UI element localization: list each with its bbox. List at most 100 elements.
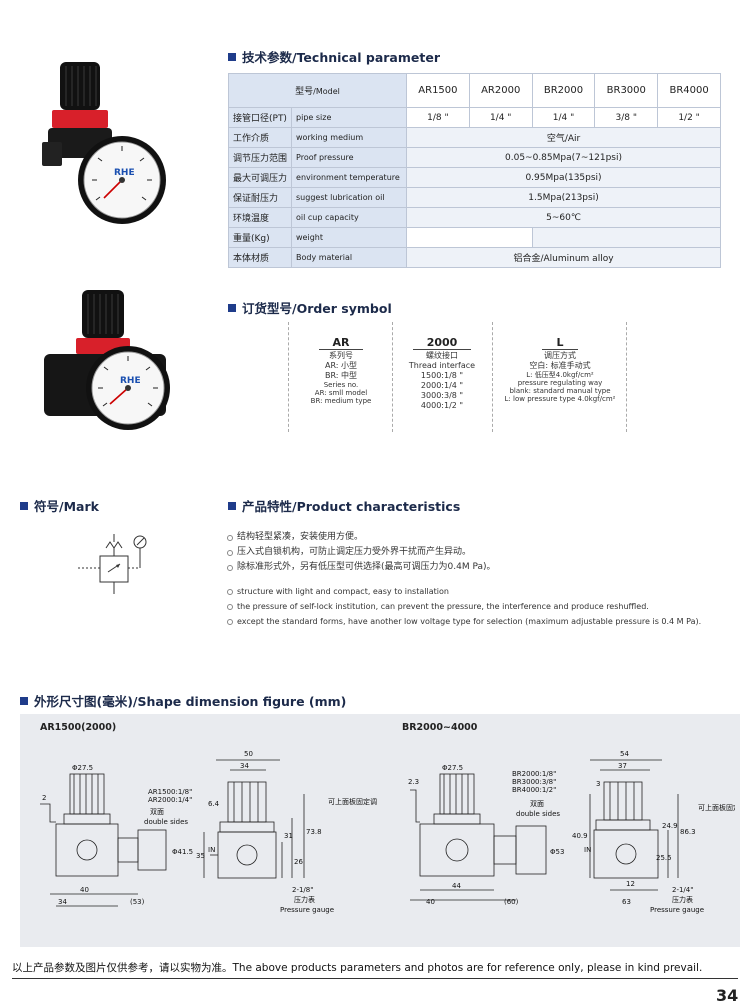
- weight-cell-ar: [406, 227, 533, 248]
- list-item: 除标准形式外，另有低压型可供选择(最高可调压力为0.4M Pa)。: [227, 560, 496, 575]
- svg-text:AR1500:1/8": AR1500:1/8": [148, 788, 192, 796]
- mark-section-title: 符号/Mark: [20, 496, 99, 515]
- svg-text:24.9: 24.9: [662, 822, 678, 830]
- svg-text:34: 34: [58, 898, 67, 906]
- svg-text:Φ27.5: Φ27.5: [442, 764, 463, 772]
- svg-text:37: 37: [618, 762, 627, 770]
- svg-text:26: 26: [294, 858, 303, 866]
- order-divider: [626, 322, 627, 432]
- model-cell: BR3000: [594, 73, 659, 108]
- svg-text:可上面板固定调: 可上面板固定调: [698, 803, 735, 812]
- svg-text:25.5: 25.5: [656, 854, 672, 862]
- svg-text:Φ53: Φ53: [550, 848, 564, 856]
- table-row: 接管口径(PT) pipe size 1/8 " 1/4 " 1/4 " 3/8…: [227, 107, 721, 128]
- bullet-square-icon: [228, 303, 236, 312]
- svg-text:40: 40: [426, 898, 435, 906]
- weight-cell-br: [531, 227, 722, 248]
- svg-text:31: 31: [284, 832, 293, 840]
- bullet-circle-icon: [227, 549, 233, 556]
- table-row: 重量(Kg) weight: [227, 227, 722, 248]
- table-row: 调节压力范围 Proof pressure 0.05~0.85Mpa(7~121…: [227, 147, 721, 168]
- ar-dimension-drawing: Φ27.5 2 Φ41.5 34 40 (53) AR1500:1/8" AR2…: [40, 750, 377, 914]
- right-dimension-title: BR2000~4000: [402, 722, 478, 733]
- svg-text:Φ27.5: Φ27.5: [72, 764, 93, 772]
- svg-text:BR4000:1/2": BR4000:1/2": [512, 786, 556, 794]
- svg-text:3: 3: [596, 780, 600, 788]
- svg-text:Φ41.5: Φ41.5: [172, 848, 193, 856]
- svg-text:Pressure gauge: Pressure gauge: [280, 906, 334, 914]
- order-divider: [392, 322, 393, 432]
- svg-text:40.9: 40.9: [572, 832, 588, 840]
- list-item: 压入式自锁机构，可防止调定压力受外界干扰而产生异动。: [227, 545, 496, 560]
- svg-text:2-1/4": 2-1/4": [672, 886, 693, 894]
- svg-text:可上面板固定调: 可上面板固定调: [328, 797, 377, 806]
- table-row: 本体材质 Body material 铝合金/Aluminum alloy: [227, 247, 721, 268]
- bullet-circle-icon: [227, 564, 233, 571]
- shape-section-title: 外形尺寸图(毫米)/Shape dimension figure (mm): [20, 691, 346, 710]
- svg-text:6.4: 6.4: [208, 800, 220, 808]
- svg-text:44: 44: [452, 882, 461, 890]
- bullet-square-icon: [228, 501, 236, 510]
- characteristics-section-title: 产品特性/Product characteristics: [228, 496, 460, 515]
- bullet-circle-icon: [227, 618, 233, 625]
- bullet-circle-icon: [227, 603, 233, 610]
- svg-text:2.3: 2.3: [408, 778, 419, 786]
- page-number: 34: [716, 986, 739, 1005]
- table-row: 工作介质 working medium 空气/Air: [227, 127, 721, 148]
- svg-text:double sides: double sides: [144, 818, 188, 826]
- svg-text:AR2000:1/4": AR2000:1/4": [148, 796, 192, 804]
- table-row: 保证耐压力 suggest lubrication oil 1.5Mpa(213…: [227, 187, 721, 208]
- model-cell: AR1500: [406, 73, 470, 108]
- characteristics-en-list: structure with light and compact, easy t…: [227, 584, 701, 629]
- bullet-square-icon: [20, 501, 28, 510]
- order-section-title: 订货型号/Order symbol: [228, 298, 392, 317]
- svg-text:RHE: RHE: [120, 376, 141, 386]
- list-item: 结构轻型紧凑，安装使用方便。: [227, 530, 496, 545]
- svg-text:(60): (60): [504, 898, 519, 906]
- svg-text:12: 12: [626, 880, 635, 888]
- tech-section-title: 技术参数/Technical parameter: [228, 47, 440, 66]
- table-header-row: 型号/Model AR1500 AR2000 BR2000 BR3000 BR4…: [227, 73, 721, 108]
- svg-text:双面: 双面: [530, 800, 544, 808]
- svg-text:压力表: 压力表: [294, 895, 315, 904]
- svg-text:BR2000:1/8": BR2000:1/8": [512, 770, 556, 778]
- svg-text:2-1/8": 2-1/8": [292, 886, 313, 894]
- list-item: the pressure of self-lock institution, c…: [227, 599, 701, 614]
- model-cell: BR4000: [657, 73, 721, 108]
- model-cell: AR2000: [468, 73, 533, 108]
- svg-text:压力表: 压力表: [672, 895, 693, 904]
- model-header-cell: 型号/Model: [227, 73, 408, 108]
- svg-text:IN: IN: [584, 846, 591, 854]
- footer-disclaimer: 以上产品参数及图片仅供参考，请以实物为准。The above products …: [12, 960, 738, 979]
- bullet-square-icon: [20, 696, 28, 705]
- list-item: except the standard forms, have another …: [227, 614, 701, 629]
- svg-text:40: 40: [80, 886, 89, 894]
- svg-text:54: 54: [620, 750, 629, 758]
- svg-text:BR3000:3/8": BR3000:3/8": [512, 778, 556, 786]
- list-item: structure with light and compact, easy t…: [227, 584, 701, 599]
- svg-text:IN: IN: [208, 846, 215, 854]
- left-dimension-title: AR1500(2000): [40, 722, 117, 733]
- svg-text:50: 50: [244, 750, 253, 758]
- bullet-circle-icon: [227, 588, 233, 595]
- svg-text:double sides: double sides: [516, 810, 560, 818]
- bullet-circle-icon: [227, 534, 233, 541]
- characteristics-cn-list: 结构轻型紧凑，安装使用方便。 压入式自锁机构，可防止调定压力受外界干扰而产生异动…: [227, 530, 496, 575]
- ar-regulator-photo: RHE: [38, 60, 178, 225]
- order-divider: [492, 322, 493, 432]
- svg-text:Pressure gauge: Pressure gauge: [650, 906, 704, 914]
- svg-text:(53): (53): [130, 898, 145, 906]
- svg-text:34: 34: [240, 762, 249, 770]
- br-regulator-photo: RHE: [40, 288, 180, 448]
- svg-text:2: 2: [42, 794, 46, 802]
- order-thread-column: 2000 螺纹接口 Thread interface 1500:1/8 " 20…: [408, 336, 476, 410]
- bullet-square-icon: [228, 52, 236, 61]
- order-regulation-column: L 调压方式 空白: 标准手动式 L: 低压型4.0kgf/cm² pressu…: [504, 336, 616, 403]
- table-row: 环境温度 oil cup capacity 5~60℃: [227, 207, 721, 228]
- order-divider: [288, 322, 289, 432]
- svg-text:双面: 双面: [150, 808, 164, 816]
- model-cell: BR2000: [531, 73, 596, 108]
- svg-text:RHE: RHE: [114, 168, 135, 178]
- svg-text:35: 35: [196, 852, 205, 860]
- dimension-panel: AR1500(2000) BR2000~4000 Φ27.5 2 Φ41.5: [20, 714, 740, 947]
